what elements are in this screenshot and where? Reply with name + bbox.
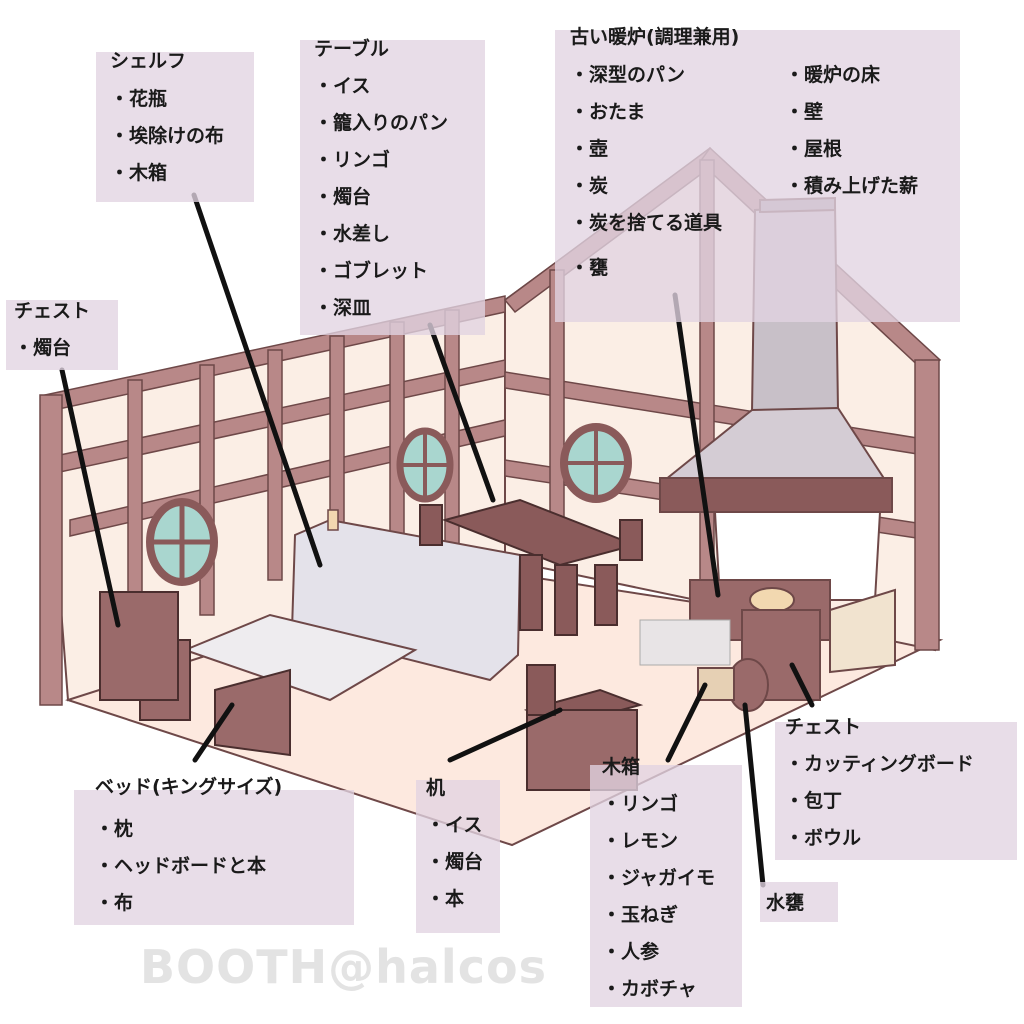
label-desk-item: ・本: [426, 888, 465, 910]
label-table-item: ・深皿: [314, 297, 372, 319]
round-window: [560, 423, 632, 503]
label-table-item: ・イス: [314, 75, 371, 97]
label-fireplace-item: ・甕: [570, 257, 609, 279]
label-desk-box: [416, 780, 500, 933]
label-table-item: ・燭台: [314, 186, 372, 208]
label-fireplace-item: ・壁: [785, 101, 824, 123]
label-fireplace-item: ・深型のパン: [570, 64, 685, 86]
label-water-jar-title: 水甕: [766, 892, 805, 914]
label-bed-item: ・布: [95, 892, 134, 914]
label-fireplace-item: ・積み上げた薪: [785, 175, 919, 197]
label-crate-item: ・人参: [602, 941, 660, 963]
label-bed-title: ベッド(キングサイズ): [95, 776, 283, 798]
label-crate-item: ・カボチャ: [602, 978, 697, 1000]
round-window: [146, 498, 218, 586]
label-shelf-item: ・埃除けの布: [110, 125, 225, 147]
label-crate-item: ・ジャガイモ: [602, 867, 716, 889]
firewood-stack: [829, 588, 896, 674]
hearth-rug: [639, 619, 731, 666]
label-crate-item: ・レモン: [602, 830, 679, 852]
leader-lines: [59, 192, 815, 888]
label-table-item: ・リンゴ: [314, 149, 391, 171]
label-fireplace-item: ・暖炉の床: [785, 64, 881, 86]
label-chest-left-title: チェスト: [14, 300, 91, 322]
label-chest-right-title: チェスト: [785, 716, 862, 738]
label-shelf-title: シェルフ: [110, 50, 187, 72]
label-desk-item: ・イス: [426, 814, 483, 836]
dining-chairs: [419, 504, 643, 636]
label-fireplace-item: ・炭: [570, 175, 609, 197]
label-bed-item: ・枕: [95, 818, 134, 840]
produce-crate: [697, 667, 735, 701]
label-fireplace-box: [555, 30, 960, 322]
label-shelf-box: [96, 52, 254, 202]
label-shelf-item: ・花瓶: [110, 88, 168, 110]
label-fireplace-item: ・おたま: [570, 101, 646, 123]
label-chest-left-item: ・燭台: [14, 337, 72, 359]
label-crate-item: ・リンゴ: [602, 793, 679, 815]
label-table-item: ・水差し: [314, 223, 391, 245]
vase: [327, 509, 339, 531]
label-table-title: テーブル: [314, 38, 389, 60]
label-crate-item: ・玉ねぎ: [602, 904, 679, 926]
label-bed-box: [74, 790, 354, 925]
label-crate-title: 木箱: [602, 756, 641, 778]
label-bed-item: ・ヘッドボードと本: [95, 855, 267, 877]
label-water-jar-box: [760, 882, 838, 922]
label-fireplace-item: ・炭を捨てる道具: [570, 212, 723, 234]
label-desk-item: ・燭台: [426, 851, 484, 873]
label-crate-box: [590, 765, 742, 1007]
label-table-item: ・ゴブレット: [314, 260, 429, 282]
label-shelf-item: ・木箱: [110, 162, 168, 184]
cooking-pot: [749, 587, 795, 613]
label-chest-left-box: [6, 300, 118, 370]
label-chest-right-item: ・カッティングボード: [785, 753, 974, 775]
round-window: [396, 427, 454, 503]
label-desk-title: 机: [426, 777, 446, 799]
label-chest-right-item: ・包丁: [785, 790, 843, 812]
label-chest-right-item: ・ボウル: [785, 827, 862, 849]
watermark: BOOTH@halcos: [140, 940, 547, 994]
label-fireplace-item: ・屋根: [785, 138, 843, 160]
label-table-box: [300, 40, 485, 335]
desk-chair: [526, 664, 556, 716]
label-table-item: ・籠入りのパン: [314, 112, 448, 134]
label-chest-right-box: [775, 722, 1017, 860]
left-chest: [99, 591, 179, 701]
label-fireplace-item: ・壺: [570, 138, 609, 160]
label-fireplace-title: 古い暖炉(調理兼用): [570, 26, 740, 48]
